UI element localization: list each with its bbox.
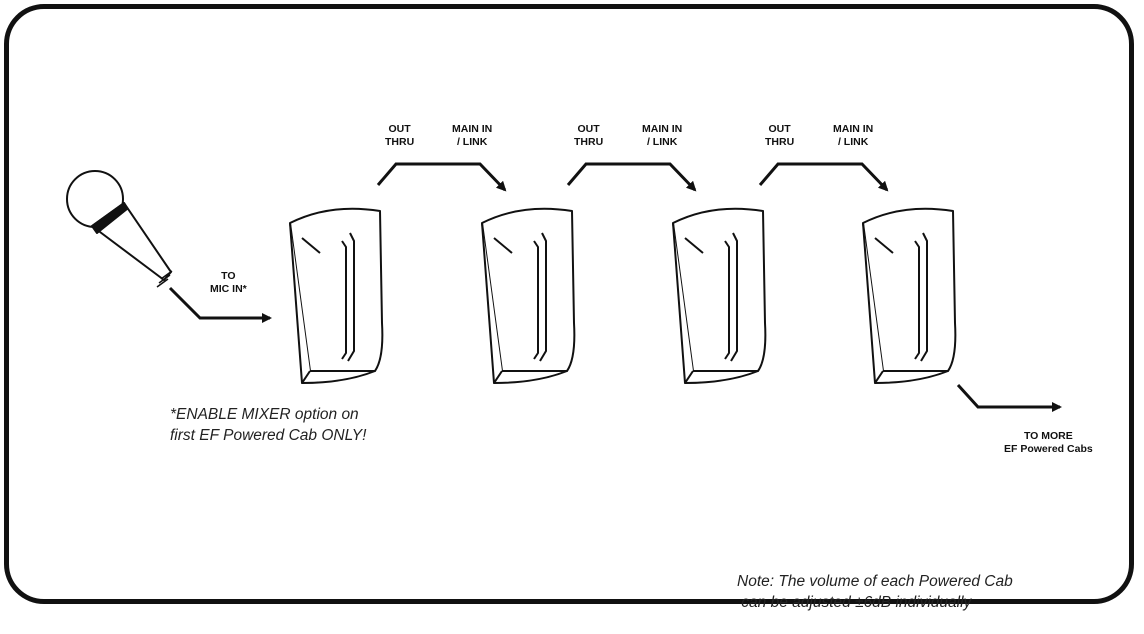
main-in-label-1: MAIN IN/ LINK	[452, 123, 492, 149]
diagram-canvas	[0, 0, 1144, 614]
volume-note: Note: The volume of each Powered Cab can…	[737, 529, 1013, 634]
more-cable	[958, 385, 1060, 407]
link-cable-2	[568, 164, 695, 190]
speaker-cabinet-3	[673, 209, 765, 383]
main-in-label-2: MAIN IN/ LINK	[642, 123, 682, 149]
speaker-cabinet-4	[863, 209, 955, 383]
speaker-cabinet-2	[482, 209, 574, 383]
link-cable-3	[760, 164, 887, 190]
microphone-icon	[67, 171, 172, 287]
link-cable-1	[378, 164, 505, 190]
speaker-cabinet-1	[290, 209, 382, 383]
main-in-label-3: MAIN IN/ LINK	[833, 123, 873, 149]
